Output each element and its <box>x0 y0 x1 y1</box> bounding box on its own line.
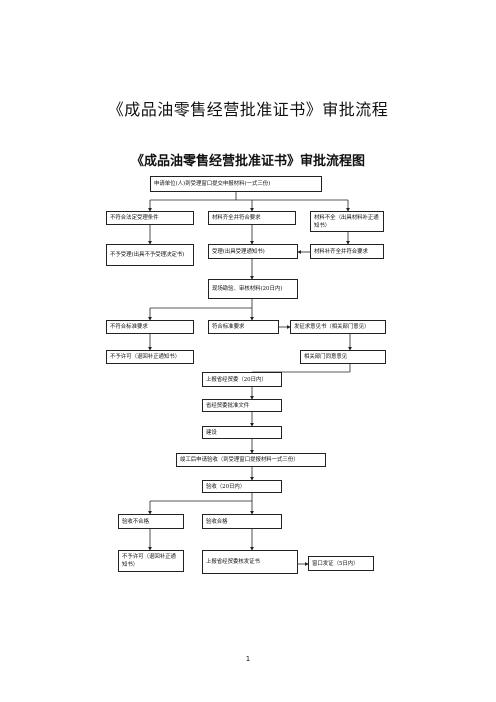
step-departments-agree: 相关部门同意意见 <box>300 350 386 364</box>
step-meets-standard: 符合标准要求 <box>208 320 279 334</box>
step-consultation: 发征求意见书（相关部门意见） <box>290 320 386 334</box>
step-construction: 建设 <box>202 426 282 439</box>
step-not-standard: 不符合标准要求 <box>106 320 194 334</box>
step-apply-acceptance: 竣工后申请验收（到受理窗口提报材料一式三份） <box>176 453 326 467</box>
step-deny-permit-2: 不予许可（退回补正通知书） <box>118 550 184 572</box>
flowchart-title: 《成品油零售经营批准证书》审批流程图 <box>130 154 365 169</box>
step-acceptance: 验收（20日内） <box>202 480 282 493</box>
document-title: 《成品油零售经营批准证书》审批流程 <box>107 100 389 119</box>
step-reject-acceptance: 不予受理(出具不予受理决定书) <box>106 244 194 266</box>
step-accepted: 受理(出具受理通知书) <box>208 244 298 259</box>
step-not-meet-conditions: 不符合法定受理条件 <box>106 211 194 225</box>
step-materials-incomplete: 材料不全（出具材料补正通知书） <box>310 211 384 232</box>
step-approval-document: 省经贸委批准文件 <box>202 399 282 412</box>
step-deny-permit-1: 不予许可（退回补正通知书） <box>106 350 194 364</box>
step-site-inspection: 现场勘验、审核材料(20日内) <box>208 279 298 299</box>
step-apply: 申请单位(人)到受理窗口提交申报材料(一式三份) <box>150 176 322 192</box>
step-acceptance-pass: 验收合格 <box>202 514 282 529</box>
step-report-provincial: 上报省经贸委（20日内） <box>202 372 282 387</box>
step-acceptance-fail: 验收不合格 <box>118 514 184 529</box>
step-materials-complete: 材料齐全并符合要求 <box>208 211 296 225</box>
step-issue-certificate: 窗口发证（5日内） <box>308 556 374 571</box>
step-report-certificate: 上报省经贸委核发证书 <box>202 550 298 574</box>
step-materials-supplemented: 材料补齐全并符合要求 <box>310 244 384 259</box>
page-number: 1 <box>245 655 251 663</box>
